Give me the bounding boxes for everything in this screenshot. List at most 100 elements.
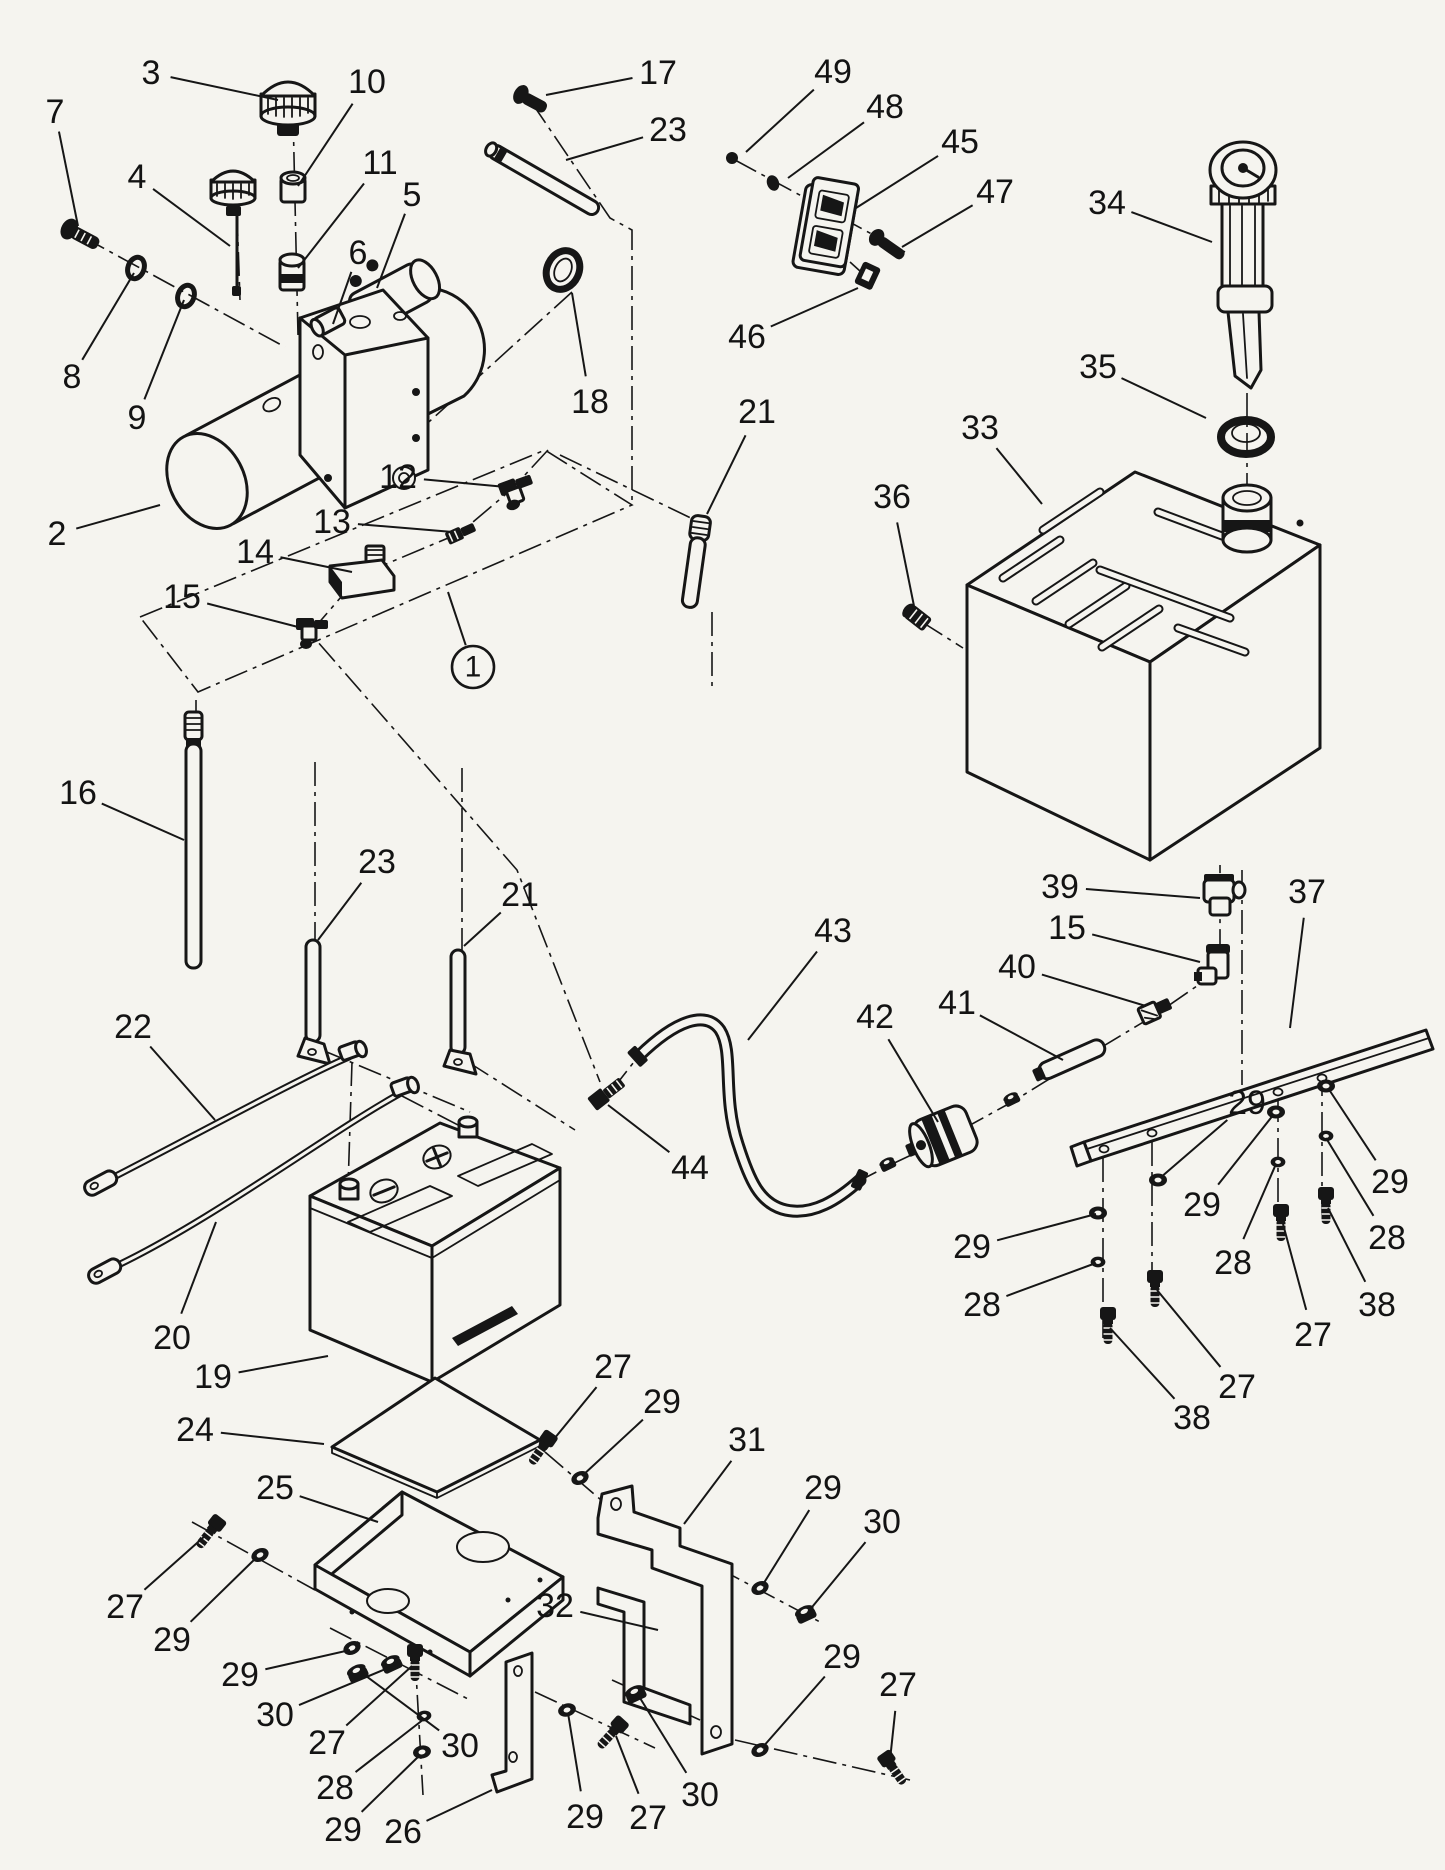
leader-line [979, 1014, 1064, 1061]
part-number: 17 [639, 54, 677, 92]
leader-line [1091, 933, 1201, 963]
callout-31: 31 [683, 1421, 766, 1525]
callout-28: 28 [963, 1262, 1097, 1324]
tube-41-icon [1032, 1038, 1107, 1082]
battery-terminal-positive [457, 1115, 479, 1139]
leader-line [143, 1534, 207, 1591]
explosion-axis-4 [531, 102, 633, 505]
callout-35: 35 [1079, 348, 1207, 419]
part-number: 38 [1173, 1399, 1211, 1437]
leader-line [1041, 973, 1147, 1007]
leader-line [152, 188, 231, 247]
bolt-icon [528, 1429, 558, 1465]
callout-43: 43 [747, 912, 852, 1041]
callout-38: 38 [1109, 1327, 1211, 1437]
nut-sm-icon [1003, 1092, 1021, 1107]
part-number: 2 [48, 515, 67, 553]
callout-18: 18 [571, 292, 609, 421]
part-number: 24 [176, 1411, 214, 1449]
callout-26: 26 [384, 1789, 493, 1851]
l-bracket-26-icon [490, 1651, 534, 1794]
elbow-39-icon [1202, 874, 1247, 917]
part-number: 9 [128, 399, 147, 437]
screw-7-icon [60, 218, 100, 249]
callout-29: 29 [581, 1383, 681, 1477]
leader-line [280, 556, 353, 573]
suction-tube-16-icon [183, 710, 204, 970]
explosion-axis-2 [292, 111, 299, 336]
part-number: 29 [324, 1811, 362, 1849]
part-number: 11 [362, 144, 397, 182]
battery-icon [308, 1115, 562, 1384]
leader-line [855, 155, 939, 209]
part-number: 26 [384, 1813, 422, 1851]
pump-assembly [165, 258, 486, 530]
leader-line [761, 1675, 826, 1749]
leader-line [357, 523, 454, 533]
part-number: 6 [349, 234, 368, 272]
leader-line [580, 1610, 659, 1631]
washer-48-icon [766, 175, 780, 191]
explosion-axis-1 [82, 236, 286, 348]
leader-line [544, 1386, 598, 1451]
leader-line [354, 1718, 425, 1773]
screw-47-icon [868, 229, 905, 260]
part-number: 38 [1358, 1286, 1396, 1324]
part-number: 49 [814, 53, 852, 91]
part-number: 29 [566, 1798, 604, 1836]
leader-line [747, 950, 818, 1041]
part-number: 27 [1294, 1316, 1332, 1354]
callout-6: 6 [332, 234, 368, 325]
callout-29: 29 [153, 1556, 258, 1659]
washer-icon [1317, 1079, 1335, 1093]
leader-line [1156, 1289, 1222, 1368]
return-hose-icon [627, 1013, 869, 1218]
callout-29: 29 [324, 1754, 421, 1849]
leader-line [639, 1697, 688, 1774]
part-number: 7 [46, 93, 65, 131]
leader-line [761, 1509, 811, 1587]
part-number: 29 [1183, 1186, 1221, 1224]
part-number: 19 [194, 1358, 232, 1396]
part-number: 34 [1088, 184, 1126, 222]
leader-line [298, 1667, 389, 1706]
part-number: 5 [403, 176, 422, 214]
part-number: 48 [866, 88, 904, 126]
leader-line [238, 1355, 329, 1374]
washer-icon [413, 1745, 431, 1759]
grommet-18-icon [542, 247, 584, 293]
part-number: 23 [649, 111, 687, 149]
part-number: 28 [316, 1769, 354, 1807]
leader-line [1282, 1223, 1308, 1311]
hold-down-rod-23-icon [296, 938, 332, 1066]
leader-line [1289, 917, 1305, 1029]
leader-line [1217, 1113, 1275, 1186]
mounting-bar-37-icon [1069, 1028, 1435, 1168]
part-number: 8 [63, 358, 82, 396]
part-number: 30 [681, 1776, 719, 1814]
leader-line [426, 1789, 493, 1822]
callout-32: 32 [536, 1587, 659, 1631]
part-number: 15 [163, 578, 201, 616]
callout-27: 27 [544, 1348, 632, 1451]
elbow-15-lower-icon [1194, 944, 1230, 986]
fitting-44-icon [587, 1078, 625, 1111]
screw-17-icon [513, 85, 548, 113]
part-number: 27 [1218, 1368, 1256, 1406]
explosion-axis-10 [139, 449, 634, 693]
battery-cable-20-icon [87, 1075, 420, 1285]
leader-line [1159, 1119, 1228, 1179]
leader-line [607, 1104, 670, 1153]
part-number: 23 [358, 843, 396, 881]
part-number: 31 [728, 1421, 766, 1459]
leader-line [565, 136, 644, 161]
callout-8: 8 [63, 272, 135, 396]
leader-line [332, 271, 353, 325]
part-number: 25 [256, 1469, 294, 1507]
o-ring-8-icon [125, 254, 147, 282]
part-number: 27 [106, 1588, 144, 1626]
part-number: 29 [1371, 1163, 1409, 1201]
leader-line [463, 911, 502, 947]
part-number: 42 [856, 998, 894, 1036]
